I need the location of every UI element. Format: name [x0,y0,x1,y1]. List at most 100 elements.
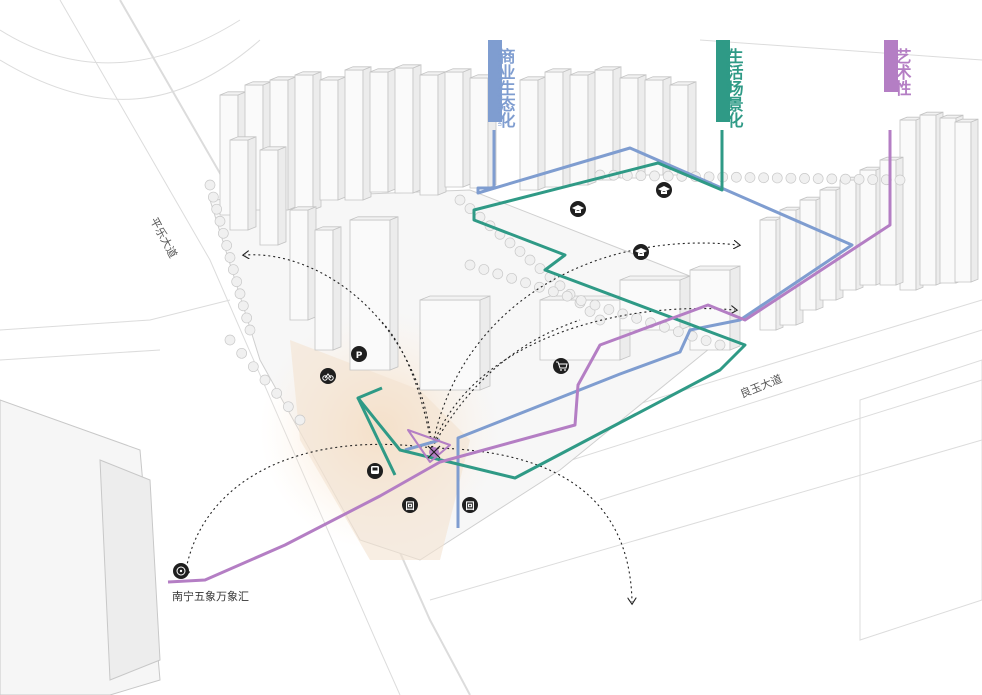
tree [672,326,684,338]
tree [224,252,236,263]
shopping-cart-icon [553,358,569,374]
tower-building [899,116,924,291]
left-building-block [0,399,161,695]
tower-building [954,118,979,283]
route-art [167,130,892,584]
tower-building [229,136,257,231]
tree [617,308,629,320]
tower-building [594,66,622,181]
metro-icon-glyph: 回 [405,501,414,512]
cinema-icon [173,563,189,579]
tower-building [619,74,647,179]
tower-building [419,295,491,391]
tower-building [319,76,347,201]
tree [227,264,239,275]
tree [840,173,851,185]
metro-icon: 回 [462,497,478,513]
tree [853,173,865,185]
tree [771,172,783,184]
tower-building [519,76,547,191]
legend-life-title: 生活场景化 [725,47,744,128]
tower-building [919,111,944,286]
tower-building [314,226,342,351]
place-label-mall: 南宁五象万象汇 [172,589,249,603]
tree [237,300,249,312]
tree [603,304,615,315]
tower-building [539,295,631,361]
tree [478,264,490,275]
tower-building [839,176,864,291]
tree [241,312,253,324]
tree [534,263,546,274]
legend-art: 艺术性 Artistry [884,40,913,97]
tower-building [669,81,697,176]
tree [520,277,531,289]
legend-business-subtitle: Business Ecologicalization [496,48,503,127]
legend-art-subtitle: Artistry [892,48,899,71]
legend-life-subtitle: Life Scenarization [724,48,731,102]
tower-building [294,71,322,211]
legend-business: 商业生态化 Business Ecologicalization [488,40,516,128]
legend-life-bar [716,40,730,122]
tower-building [569,71,597,186]
tower-building [344,66,372,201]
tree [524,254,536,266]
tree [492,268,504,280]
tower-building [544,68,572,188]
tree [554,280,566,292]
tree [294,414,306,426]
legend-business-title: 商业生态化 [497,47,516,128]
tree [575,295,587,306]
tree [714,339,726,351]
tree [514,246,526,257]
tree [744,172,756,183]
tree [259,374,271,386]
tree-rows [204,169,906,426]
poi-icons: P 回 回 [173,182,672,579]
tree [547,286,559,298]
tree [506,272,518,284]
tower-building [369,68,397,193]
bus-icon [367,463,383,479]
tree [758,172,769,184]
road-label-liangyu: 良玉大道 [738,371,784,400]
tree [867,174,879,185]
tree [247,361,259,373]
tree [217,227,229,239]
tree [594,314,606,326]
tower-building [419,71,447,196]
tree [812,173,824,184]
tree [204,179,216,191]
tree [211,203,223,215]
tree [700,335,712,346]
tower-buildings [219,64,979,391]
tree [224,334,236,346]
metro-icon-glyph: 回 [465,501,474,512]
tree [785,172,797,184]
parking-icon-glyph: P [356,351,363,361]
tower-building [779,206,804,326]
tree [271,387,283,399]
tree [662,170,674,182]
road-label-pingle: 平乐大道 [147,215,180,260]
tree [244,324,256,336]
route-life [356,130,747,480]
tower-building [799,196,824,311]
tower-building [819,186,844,301]
tower-building [349,216,399,371]
tree [231,276,243,288]
tree [236,347,248,359]
legend-life: 生活场景化 Life Scenarization [716,40,744,128]
central-hub-marker [427,445,441,459]
graduation-cap-icon [570,201,586,217]
tree [561,290,573,302]
tower-building [859,166,884,286]
tree [534,281,545,293]
graduation-cap-icon [633,244,649,260]
parking-icon: P [351,346,367,362]
tower-building [259,146,287,246]
tree [454,194,466,206]
legend-art-title: 艺术性 [893,47,913,97]
tree [826,173,838,185]
